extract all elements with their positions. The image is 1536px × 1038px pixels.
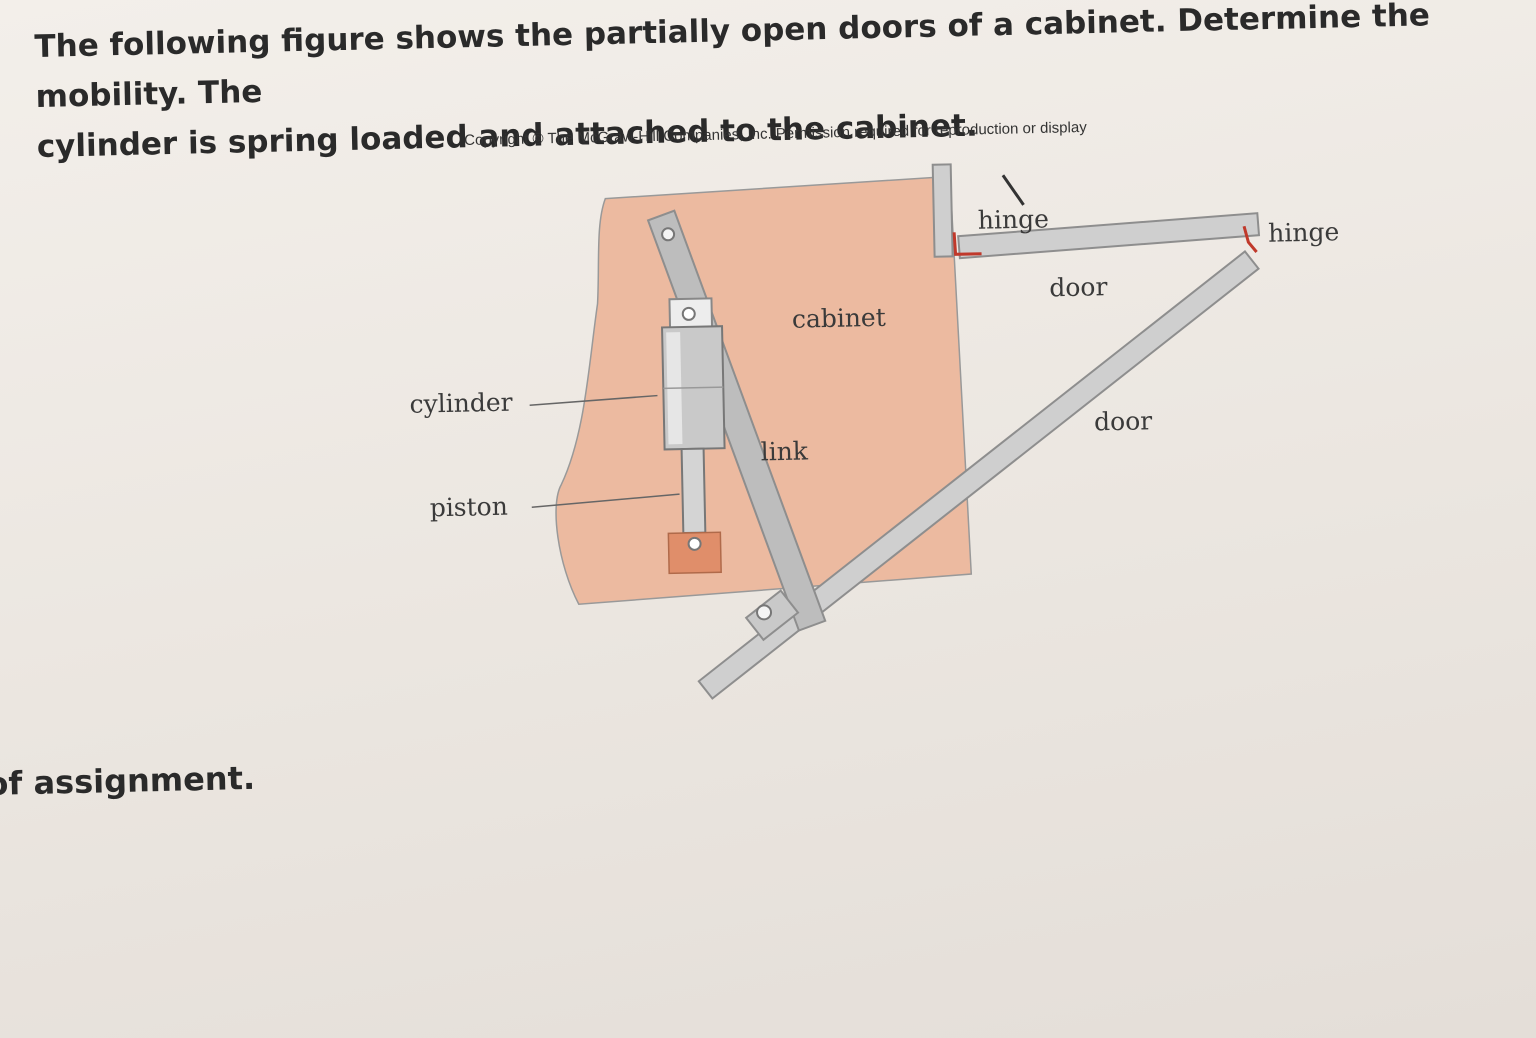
link-bottom-bracket <box>744 589 800 642</box>
cylinder-label: cylinder <box>409 388 513 419</box>
footer-text: of assignment. <box>0 758 256 803</box>
piston-pin <box>687 536 702 551</box>
link-top-pivot <box>661 227 676 242</box>
hinge-label-right: hinge <box>1268 217 1340 247</box>
cabinet-label: cabinet <box>792 303 886 334</box>
link-bottom-pivot <box>756 604 773 621</box>
hinge-post <box>931 163 954 258</box>
door-label-bottom: door <box>1094 406 1153 436</box>
hinge-mark-left <box>952 232 982 256</box>
cylinder-top-pin <box>681 306 696 321</box>
hinge-mark-right <box>1242 225 1258 253</box>
piston-rod <box>680 447 707 535</box>
link-label: link <box>760 436 809 466</box>
cylinder-seam <box>663 386 724 390</box>
door-label-top: door <box>1049 272 1108 302</box>
bottom-door <box>697 250 1260 700</box>
hinge-label-left: hinge <box>978 204 1050 234</box>
hinge-pointer <box>1001 174 1025 206</box>
cylinder-leader-line <box>529 394 658 406</box>
top-door <box>957 212 1261 260</box>
piston-mount <box>667 531 722 575</box>
piston-leader-line <box>531 493 680 508</box>
piston-label: piston <box>429 492 508 523</box>
cabinet-body <box>555 175 973 606</box>
